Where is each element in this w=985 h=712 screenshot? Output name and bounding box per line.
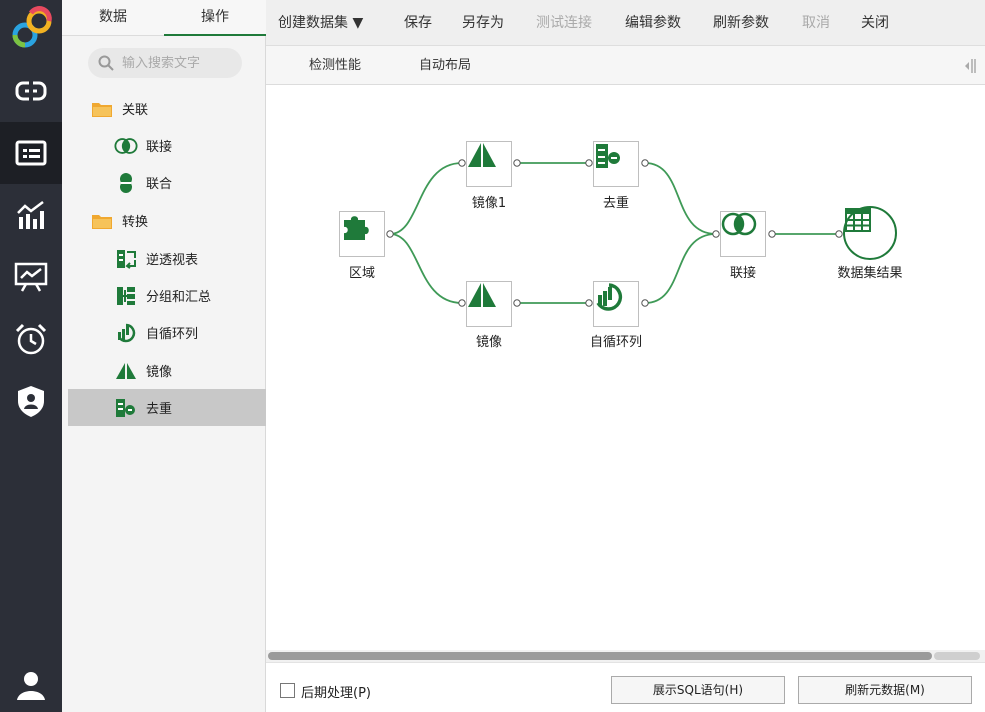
node-join[interactable] [720,211,766,257]
search-icon [98,55,114,75]
port-mirror1-out [513,159,521,167]
search-input[interactable] [122,53,234,73]
node-dedup[interactable] [593,141,639,187]
self-loop-icon [114,321,138,345]
flow-canvas[interactable]: 区域 镜像1 去重 镜像 自循环列 联接 数据集结果 [266,85,985,660]
post-process-checkbox[interactable] [280,683,295,698]
node-self-loop[interactable] [593,281,639,327]
tree-label: 关联 [122,103,149,118]
tree-item-union[interactable]: 联合 [68,164,266,201]
horizontal-scrollbar[interactable] [266,650,985,662]
tree-label: 转换 [122,215,149,230]
node-dataset-result[interactable] [843,206,897,260]
rail-link-icon[interactable] [0,60,62,122]
tab-operations[interactable]: 操作 [164,0,266,36]
post-process-label: 后期处理(P) [301,686,371,701]
port-mirror-out [513,299,521,307]
bottom-bar: 后期处理(P) 展示SQL语句(H) 刷新元数据(M) [266,662,985,712]
tree-label: 自循环列 [146,327,199,342]
tree-folder-transform[interactable]: 转换 [68,202,266,239]
edge-dedup-join [644,162,717,235]
node-mirror-label: 镜像 [475,335,502,350]
union-icon [114,171,138,195]
close-button[interactable]: 关闭 [861,15,889,31]
operations-panel: 数据 操作 关联 联接 联合 转换 逆透视表 [62,0,266,712]
dedup-icon [114,396,138,420]
scrollbar-thumb[interactable] [268,652,932,660]
tree-item-group-summary[interactable]: 分组和汇总 [68,277,266,314]
flow-connections [386,159,843,307]
scrollbar-track-end [934,652,980,660]
node-mirror1-label: 镜像1 [471,196,507,211]
port-region-out [386,230,394,238]
tree-item-join[interactable]: 联接 [68,127,266,164]
port-dedup-out [641,159,649,167]
unpivot-icon [114,247,138,271]
refresh-params-button[interactable]: 刷新参数 [713,15,769,31]
app-logo [6,4,56,54]
create-dataset-button[interactable]: 创建数据集 ▼ [278,15,364,31]
secondary-toolbar: 检测性能 自动布局 [266,46,985,85]
tree-label: 联接 [146,140,173,155]
tree-item-dedup[interactable]: 去重 [68,389,266,426]
refresh-metadata-button[interactable]: 刷新元数据(M) [798,676,972,704]
main-toolbar: 创建数据集 ▼ 保存 另存为 测试连接 编辑参数 刷新参数 取消 关闭 [266,0,985,46]
cancel-button[interactable]: 取消 [802,15,830,31]
navigation-rail [0,0,62,712]
port-join-in [712,230,720,238]
node-dataset-result-label: 数据集结果 [837,266,903,281]
edge-selfloop-join [644,233,717,304]
auto-layout-button[interactable]: 自动布局 [419,58,472,73]
node-mirror[interactable] [466,281,512,327]
tab-data[interactable]: 数据 [99,9,127,25]
tree-item-mirror[interactable]: 镜像 [68,352,266,389]
port-join-out [768,230,776,238]
rail-dashboard-icon[interactable] [0,246,62,308]
test-connection-button[interactable]: 测试连接 [536,15,592,31]
search-box [88,48,242,78]
tree-label: 逆透视表 [146,253,199,268]
folder-icon [90,209,114,233]
save-as-button[interactable]: 另存为 [462,15,504,31]
node-region-label: 区域 [348,266,375,281]
port-mirror1-in [458,159,466,167]
edit-params-button[interactable]: 编辑参数 [625,15,681,31]
join-icon [114,134,138,158]
node-dedup-label: 去重 [602,196,629,211]
show-sql-button[interactable]: 展示SQL语句(H) [611,676,785,704]
node-region[interactable] [339,211,385,257]
group-summary-icon [114,284,138,308]
collapse-panel-icon[interactable] [963,58,977,78]
tree-label: 去重 [146,402,173,417]
tree-label: 联合 [146,177,173,192]
rail-analysis-icon[interactable] [0,184,62,246]
rail-dataset-icon[interactable] [0,122,62,184]
port-result-in [835,230,843,238]
port-selfloop-in [585,299,593,307]
port-mirror-in [458,299,466,307]
save-button[interactable]: 保存 [404,15,432,31]
tree-folder-association[interactable]: 关联 [68,90,266,127]
tree-item-self-loop[interactable]: 自循环列 [68,314,266,351]
rail-user-icon[interactable] [0,654,62,712]
port-dedup-in [585,159,593,167]
edge-region-mirror1 [389,162,463,235]
panel-tabs: 数据 操作 [62,0,266,36]
edge-region-mirror [389,233,463,304]
node-mirror1[interactable] [466,141,512,187]
rail-alarm-icon[interactable] [0,308,62,370]
node-self-loop-label: 自循环列 [589,335,642,350]
tree-item-unpivot[interactable]: 逆透视表 [68,240,266,277]
mirror-icon [114,359,138,383]
tree-label: 镜像 [146,365,173,380]
folder-icon [90,97,114,121]
tree-label: 分组和汇总 [146,290,212,305]
port-selfloop-out [641,299,649,307]
check-performance-button[interactable]: 检测性能 [309,58,362,73]
node-join-label: 联接 [729,266,756,281]
rail-security-icon[interactable] [0,370,62,432]
